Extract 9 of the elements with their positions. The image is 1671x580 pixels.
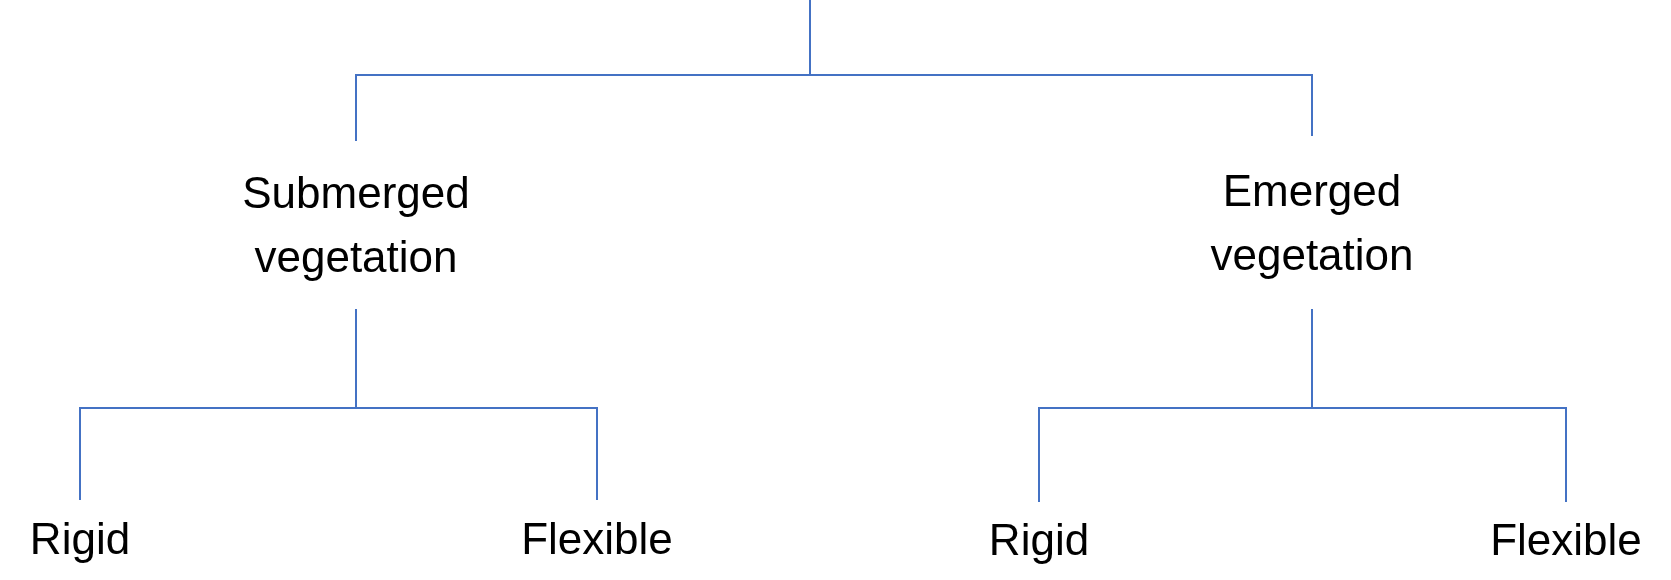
node-label: Emerged vegetation: [1209, 164, 1415, 281]
connector-line: [809, 0, 1313, 137]
node-label: Submerged vegetation: [241, 167, 471, 283]
connector-line: [355, 308, 598, 501]
node-label: Flexible: [1490, 514, 1642, 567]
connector-line: [1311, 308, 1567, 503]
node-label: Rigid: [988, 514, 1090, 567]
node-label: Rigid: [29, 513, 131, 566]
node-label: Flexible: [521, 513, 673, 566]
